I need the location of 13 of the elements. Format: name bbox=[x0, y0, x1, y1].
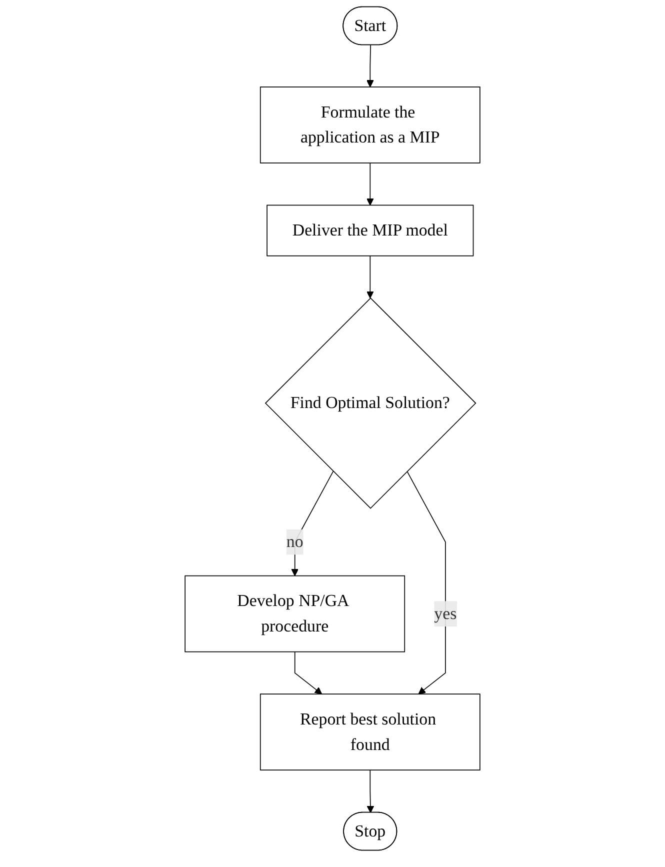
arrow bbox=[366, 44, 374, 88]
node-diamond: Find Optimal Solution? bbox=[264, 297, 476, 509]
arrow bbox=[366, 770, 374, 813]
node-box: Formulate the application as a MIP bbox=[260, 86, 480, 164]
node-box: Deliver the MIP model bbox=[266, 204, 474, 256]
edge-label: yes bbox=[434, 604, 457, 624]
arrow bbox=[406, 470, 446, 694]
edge-label: no bbox=[286, 532, 304, 552]
node-box: Develop NP/GA procedure bbox=[184, 575, 406, 652]
node-box: Report best solution found bbox=[260, 694, 480, 770]
arrow bbox=[366, 255, 374, 298]
arrow bbox=[294, 651, 322, 694]
arrow bbox=[366, 162, 374, 206]
